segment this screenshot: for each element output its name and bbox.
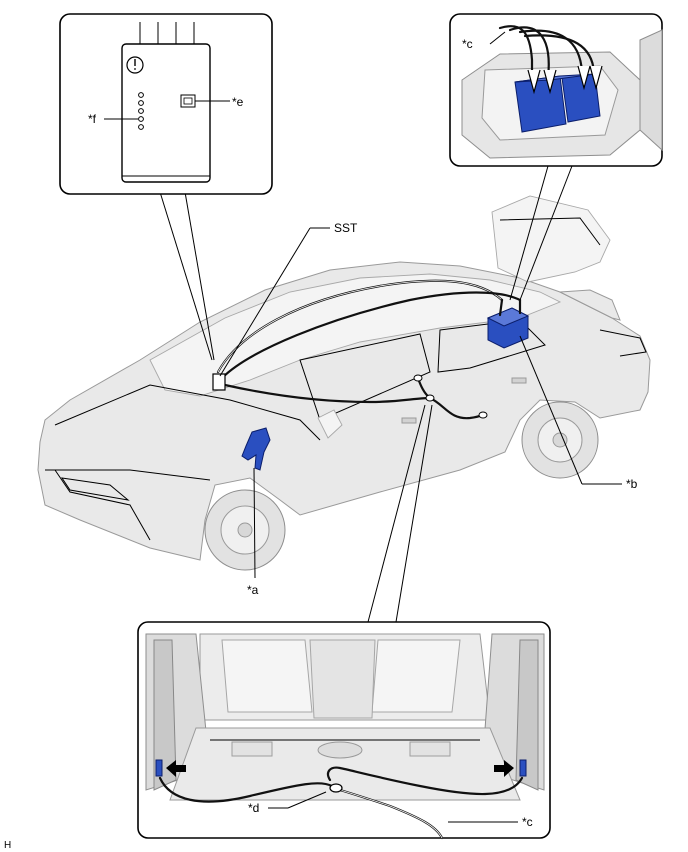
inset-battery (449, 13, 663, 167)
indicator-leds (138, 92, 144, 130)
right-arrow-icon (494, 760, 514, 777)
leader-lines (219, 227, 622, 579)
inset-device (59, 13, 273, 195)
sst-plug-upper (413, 374, 423, 382)
sst-junction (425, 394, 435, 402)
inset-rear-floor (137, 621, 551, 840)
label-b: *b (626, 477, 638, 491)
left-arrow-icon (166, 760, 186, 777)
sst-harness (212, 279, 522, 420)
rear-battery-component-b (486, 307, 530, 349)
label-c-top: *c (462, 37, 473, 51)
corner-mark: H (4, 840, 11, 851)
label-a: *a (247, 583, 259, 597)
fuse-block-component-a (241, 427, 271, 471)
label-d: *d (248, 801, 259, 815)
label-c-bottom: *c (522, 815, 533, 829)
label-sst: SST (334, 221, 358, 235)
label-f: *f (88, 112, 97, 126)
vehicle-illustration (37, 195, 651, 571)
label-e: *e (232, 95, 244, 109)
sst-plug-rear (478, 411, 488, 419)
sst-connector (212, 373, 226, 391)
callout-cones (159, 165, 573, 623)
